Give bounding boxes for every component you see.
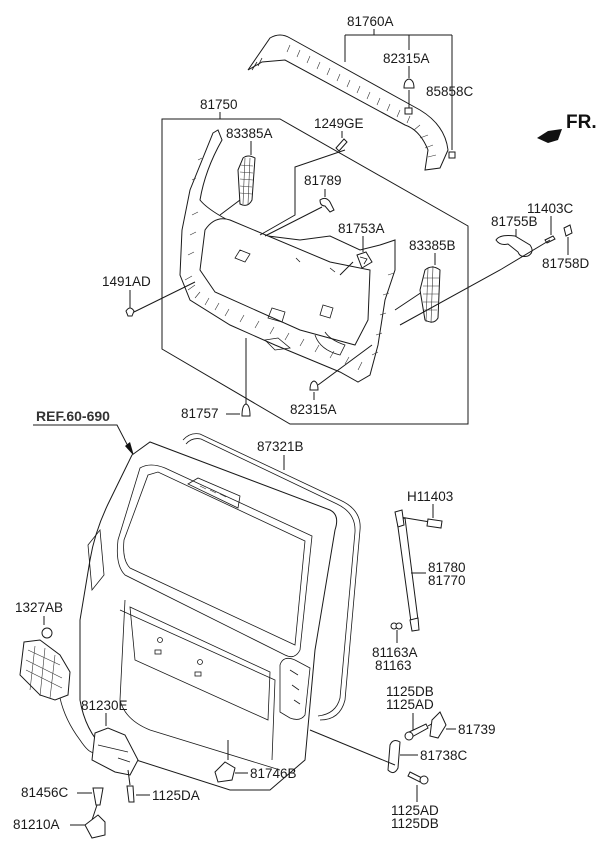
- label-81746B: 81746B: [250, 766, 297, 781]
- leader-83385A: [219, 141, 252, 216]
- leader-81456C-to-striker: [91, 804, 98, 821]
- label-1125DB-bottom: 1125DB: [391, 816, 439, 831]
- label-H11403: H11403: [407, 489, 453, 504]
- label-81753A: 81753A: [338, 221, 385, 236]
- label-1125DB-top: 1125DB: [386, 684, 434, 699]
- part-81758D-cover[interactable]: [563, 224, 573, 237]
- part-1125AD-top-bolt-head: [404, 731, 414, 741]
- label-81758D: 81758D: [542, 256, 590, 271]
- part-1249GE-screw[interactable]: [335, 138, 348, 152]
- front-arrow-icon: [537, 129, 562, 143]
- part-81738C-hinge[interactable]: [387, 740, 401, 774]
- label-83385B: 83385B: [409, 238, 456, 253]
- leader-81789-to-panel: [264, 206, 323, 237]
- label-81755B: 81755B: [491, 214, 538, 229]
- label-11403C: 11403C: [527, 201, 574, 216]
- part-87321B-weatherstrip[interactable]: [182, 433, 361, 721]
- part-81163A-ball-stud[interactable]: [390, 622, 403, 630]
- label-81163A: 81163A: [372, 645, 418, 660]
- front-label: FR.: [566, 112, 597, 133]
- part-81780-gas-strut[interactable]: [394, 509, 420, 632]
- label-1327AB: 1327AB: [15, 600, 63, 615]
- label-81738C: 81738C: [420, 748, 468, 763]
- leader-83385B: [394, 253, 436, 311]
- part-81230E-latch[interactable]: [91, 727, 139, 776]
- leader-1125DA-to-latch: [127, 769, 131, 786]
- label-81739: 81739: [458, 722, 496, 737]
- label-81456C: 81456C: [21, 785, 69, 800]
- label-1125AD-top: 1125AD: [386, 697, 434, 712]
- label-81230E: 81230E: [81, 698, 128, 713]
- part-1327AB-nut[interactable]: [41, 627, 53, 639]
- label-1125AD-bottom: 1125AD: [391, 803, 439, 818]
- label-81750: 81750: [200, 97, 238, 112]
- part-1125AD-bottom-bolt-head: [419, 775, 429, 785]
- part-81753A-bracket[interactable]: [356, 251, 373, 269]
- label-81760A: 81760A: [347, 14, 394, 29]
- leader-1249GE-to-panel: [259, 149, 346, 236]
- leader-81753A: [339, 236, 364, 276]
- part-83385A-grille[interactable]: [237, 155, 256, 206]
- part-81746B-bumper[interactable]: [214, 761, 236, 783]
- leader-1491AD: [129, 281, 196, 313]
- part-81456C-bumper[interactable]: [92, 787, 104, 806]
- leader-hinge-to-panel: [309, 729, 396, 766]
- label-81757: 81757: [181, 406, 219, 421]
- part-H11403-bolt[interactable]: [426, 518, 443, 529]
- label-1125DA: 1125DA: [152, 788, 200, 803]
- part-81757-stopper[interactable]: [241, 403, 251, 417]
- part-83385B-grille[interactable]: [419, 265, 441, 324]
- label-1491AD: 1491AD: [102, 274, 151, 289]
- label-82315A-bottom: 82315A: [290, 402, 337, 417]
- leader-handle-to-panel: [399, 239, 551, 326]
- part-81755B-handle[interactable]: [495, 235, 533, 257]
- part-1491AD-clip[interactable]: [125, 307, 135, 317]
- leader-82315A-bottom: [313, 344, 373, 400]
- part-actuator-motor[interactable]: [19, 639, 96, 753]
- label-81210A: 81210A: [13, 817, 60, 832]
- part-81750-tailgate-trim[interactable]: [179, 129, 396, 383]
- reference-leader: [33, 424, 131, 451]
- part-81789-hook[interactable]: [319, 197, 335, 213]
- label-1249GE: 1249GE: [314, 116, 364, 131]
- label-81163: 81163: [375, 658, 412, 673]
- part-82315A-clip-top[interactable]: [403, 78, 415, 115]
- label-82315A-top: 82315A: [383, 51, 430, 66]
- front-direction-indicator: FR.: [537, 112, 597, 143]
- part-85858C[interactable]: [448, 151, 456, 159]
- leader-81757: [226, 338, 247, 415]
- part-81210A-striker[interactable]: [84, 814, 106, 839]
- label-85858C: 85858C: [426, 84, 474, 99]
- label-83385A: 83385A: [226, 126, 273, 141]
- part-1125DA-bolt[interactable]: [126, 785, 135, 803]
- part-82315A-clip-bottom[interactable]: [309, 380, 319, 391]
- frame-81750: [161, 112, 469, 425]
- label-81789: 81789: [304, 173, 342, 188]
- label-81770: 81770: [428, 573, 466, 588]
- label-81780: 81780: [428, 560, 466, 575]
- reference-arrow-icon: [125, 442, 134, 456]
- label-87321B: 87321B: [257, 439, 304, 454]
- part-81760A-upper-trim[interactable]: [247, 34, 449, 171]
- reference-label: REF.60-690: [36, 408, 110, 424]
- leader-81760A: [344, 29, 453, 125]
- part-81739-hinge-cover[interactable]: [429, 711, 447, 739]
